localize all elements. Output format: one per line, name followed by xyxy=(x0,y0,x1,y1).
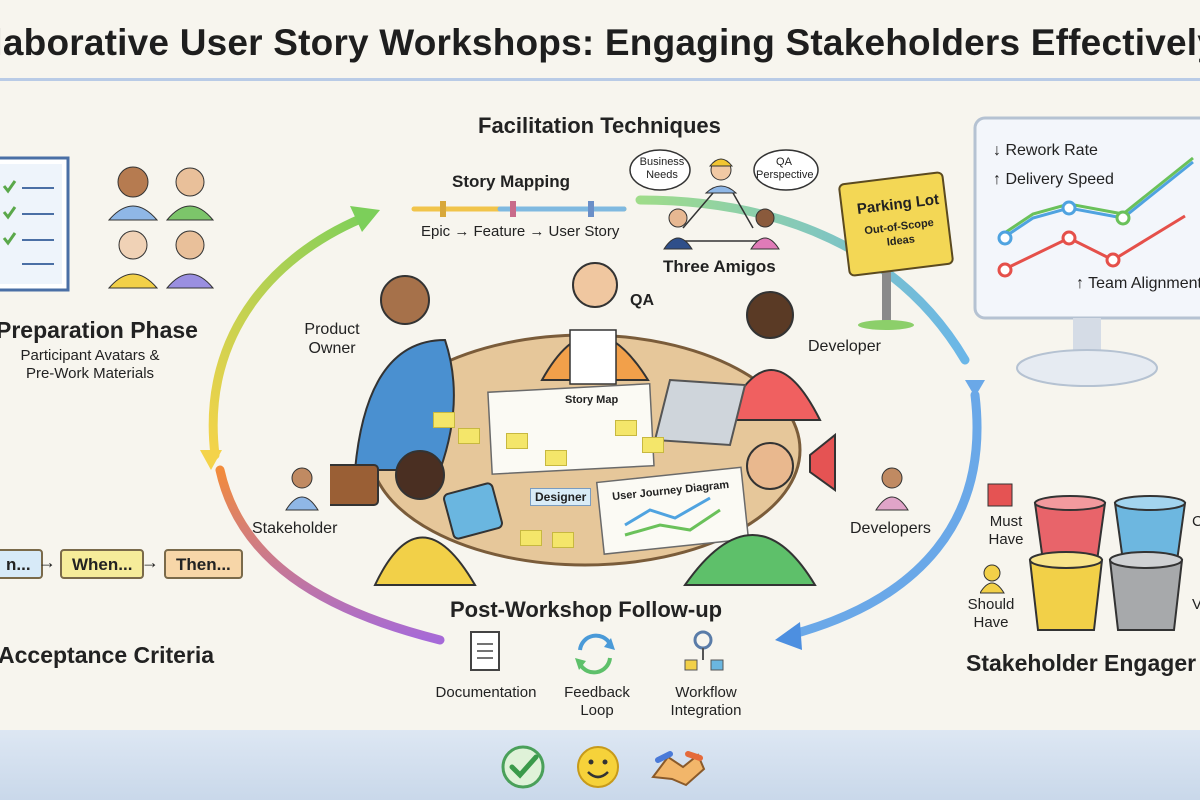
smiley-icon xyxy=(577,746,619,788)
should-have-label-1: Should xyxy=(967,596,1015,613)
documentation-label: Documentation xyxy=(435,684,537,701)
wont-have-label: V xyxy=(1192,596,1200,613)
product-owner-label-1: Product xyxy=(304,321,360,338)
preparation-line1: Participant Avatars & xyxy=(20,347,160,364)
sticky-note xyxy=(520,530,542,546)
facilitation-heading: Facilitation Techniques xyxy=(478,113,721,138)
sticky-note xyxy=(458,428,480,444)
should-have-label-2: Have xyxy=(973,614,1009,631)
sticky-note xyxy=(433,412,455,428)
developer-label: Developer xyxy=(808,338,881,355)
workshop-table-scene xyxy=(330,262,836,586)
sticky-note xyxy=(552,532,574,548)
three-amigos-label: Three Amigos xyxy=(663,257,776,276)
workflow-label-2: Integration xyxy=(670,702,742,719)
must-have-label-1: Must xyxy=(989,513,1023,530)
sticky-note xyxy=(506,433,528,449)
acceptance-heading: Acceptance Criteria xyxy=(0,642,215,668)
preparation-heading: Preparation Phase xyxy=(0,317,198,343)
followup-heading: Post-Workshop Follow-up xyxy=(450,597,723,622)
feedback-label-2: Loop xyxy=(580,702,614,719)
business-needs-bubble: Business Needs xyxy=(639,156,685,181)
moscow-buckets xyxy=(980,483,1187,631)
qa-label: QA xyxy=(630,292,654,309)
metric-delivery: ↑ Delivery Speed xyxy=(993,171,1114,188)
stakeholder-label: Stakeholder xyxy=(252,520,338,537)
title-divider xyxy=(0,78,1200,81)
product-owner-label-2: Owner xyxy=(308,340,356,357)
arrow-icon: → xyxy=(38,552,56,572)
bottom-icons xyxy=(501,745,706,789)
sticky-note xyxy=(545,450,567,466)
metric-rework: ↓ Rework Rate xyxy=(993,142,1098,159)
when-box: When... xyxy=(60,549,145,579)
feedback-label-1: Feedback xyxy=(564,684,630,701)
parking-lot-sign xyxy=(838,171,954,330)
must-have-label-2: Have xyxy=(988,531,1024,548)
preparation-materials xyxy=(0,156,215,292)
qa-perspective-bubble: QA Perspective xyxy=(756,156,814,181)
designer-label: Designer xyxy=(530,488,592,506)
given-box: n... xyxy=(0,549,43,579)
then-box: Then... xyxy=(164,549,243,579)
sticky-note xyxy=(642,437,664,453)
workflow-label-1: Workflow xyxy=(675,684,737,701)
developers-avatar xyxy=(875,467,909,511)
metric-alignment: ↑ Team Alignment xyxy=(1076,275,1200,292)
engagement-heading: Stakeholder Engager xyxy=(966,650,1197,676)
story-map-label: Story Map xyxy=(565,394,619,406)
preparation-line2: Pre-Work Materials xyxy=(25,365,155,382)
checkmark-icon xyxy=(501,745,545,789)
followup-icons xyxy=(470,630,724,675)
sticky-note xyxy=(615,420,637,436)
three-amigos-figures xyxy=(629,149,819,250)
story-mapping-timeline xyxy=(411,201,627,217)
stakeholder-avatar xyxy=(285,467,319,511)
epic-flow-text: Epic → Feature → User Story xyxy=(421,223,620,240)
developers-label: Developers xyxy=(850,520,931,537)
page-title: llaborative User Story Workshops: Engagi… xyxy=(0,22,1200,63)
could-have-label: C xyxy=(1192,513,1200,530)
metrics-monitor xyxy=(973,116,1200,387)
story-mapping-label: Story Mapping xyxy=(452,172,571,191)
handshake-icon xyxy=(651,751,706,787)
arrow-icon: → xyxy=(141,552,159,572)
